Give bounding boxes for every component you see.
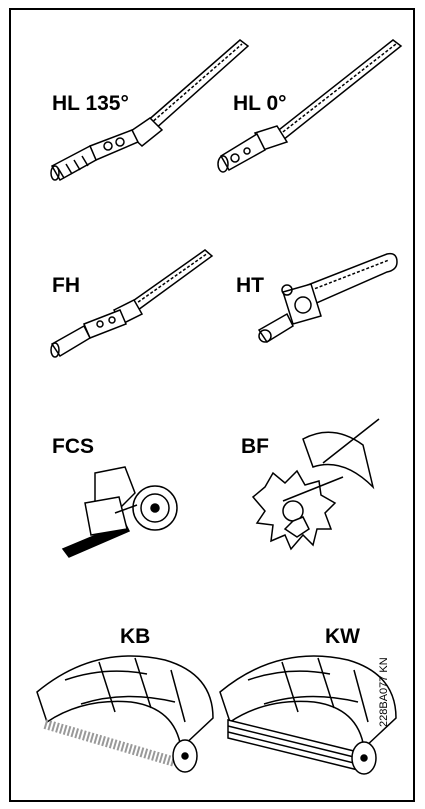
tiller-bf-illustration [233, 417, 383, 587]
label-kw: KW [325, 626, 360, 647]
power-sweep-kw-illustration [218, 652, 403, 777]
label-kb: KB [120, 626, 150, 647]
hedge-trimmer-fh-illustration [50, 248, 220, 363]
figure-code: 228BA077 KN [378, 667, 392, 727]
hedge-trimmer-hl0-illustration [215, 38, 415, 188]
bristle-brush-kb-illustration [35, 652, 220, 777]
label-fcs: FCS [52, 436, 94, 457]
pole-pruner-ht-illustration [255, 250, 405, 355]
edger-fcs-illustration [55, 463, 195, 558]
